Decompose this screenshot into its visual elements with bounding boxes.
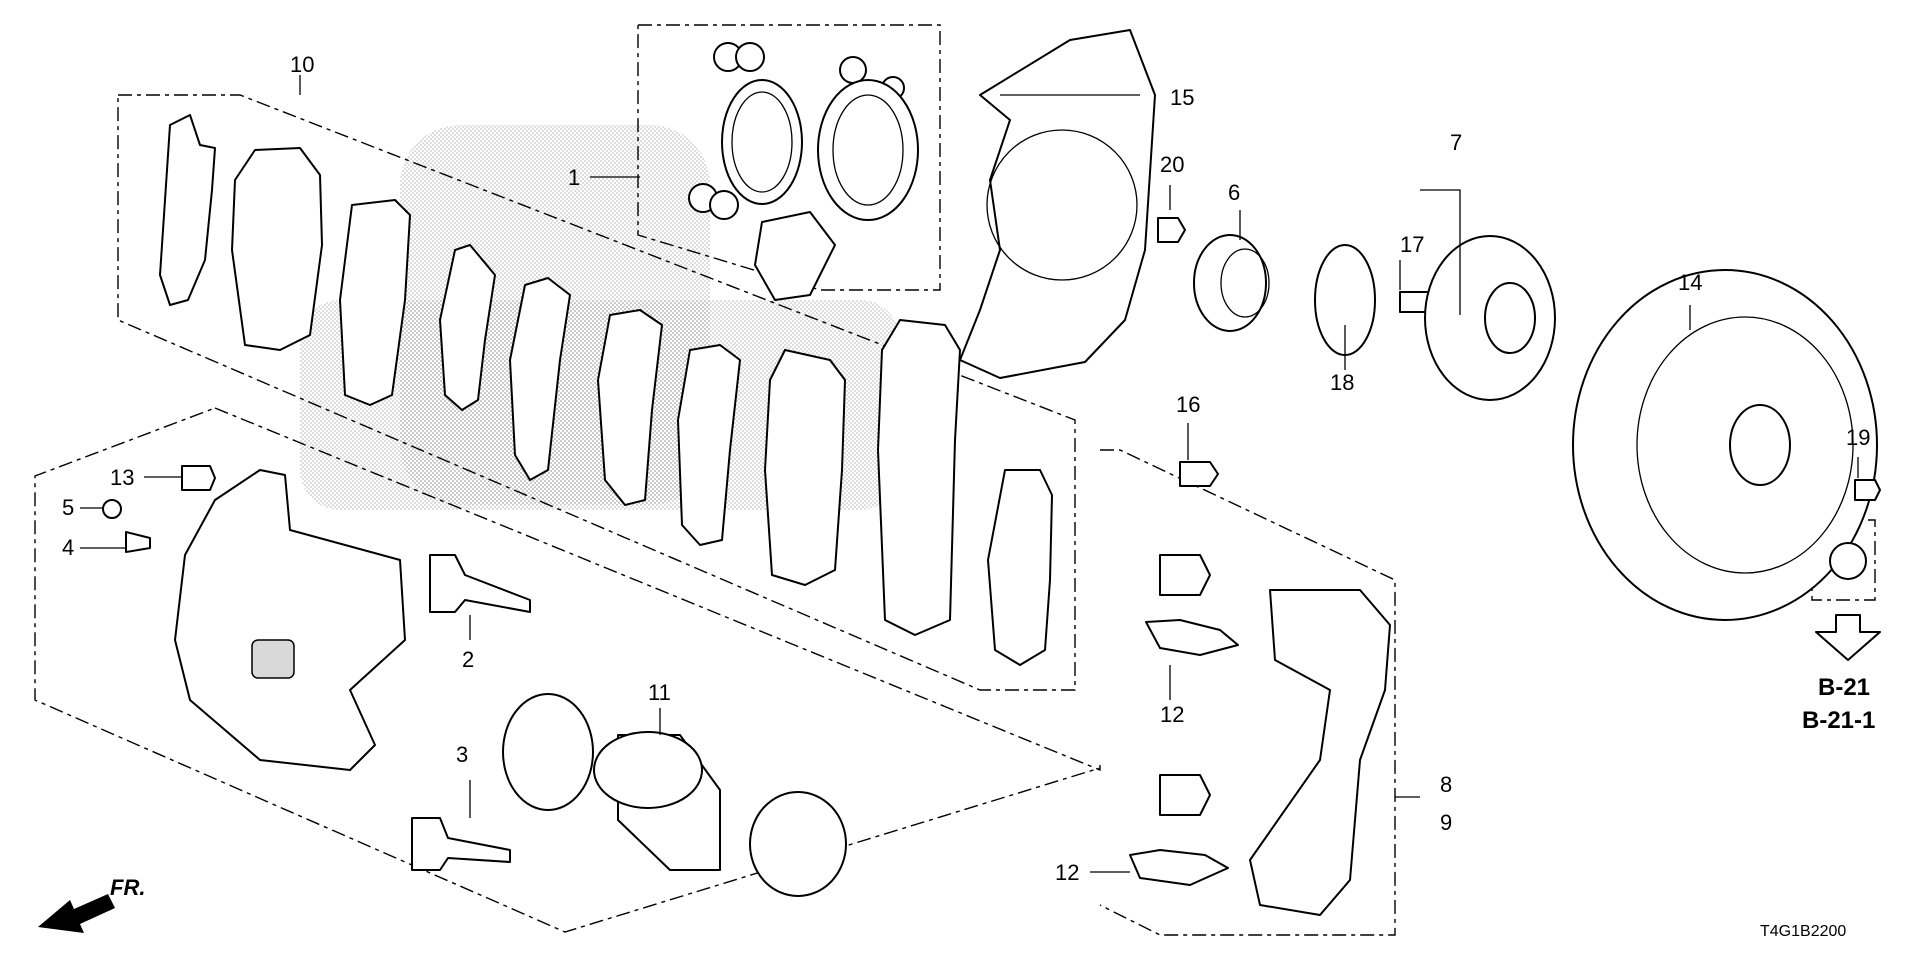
callout-1: 1 — [568, 165, 580, 190]
piston — [593, 731, 721, 871]
reference-label-b21: B-21 — [1818, 674, 1870, 701]
callout-3: 3 — [456, 742, 468, 767]
boot-upper — [1159, 554, 1211, 596]
boot-lower — [1159, 774, 1211, 816]
caliper-body — [174, 469, 406, 771]
callout-14: 14 — [1678, 270, 1702, 295]
bolt-13 — [181, 465, 216, 491]
callout-2: 2 — [462, 647, 474, 672]
reference-label-b21-1: B-21-1 — [1802, 707, 1875, 734]
pad-shim-4 — [597, 309, 663, 506]
callout-19: 19 — [1846, 425, 1870, 450]
pad-shim-outer-1 — [159, 114, 216, 306]
hub-nut — [1829, 542, 1867, 580]
callout-8: 8 — [1440, 772, 1452, 797]
callout-5: 5 — [62, 495, 74, 520]
pad-shim-5 — [677, 344, 741, 546]
brake-pad-3 — [764, 349, 846, 586]
piston-seal — [502, 693, 594, 811]
brake-disc — [1572, 269, 1878, 621]
pad-spring-lower — [1129, 849, 1229, 886]
callout-17: 17 — [1400, 232, 1424, 257]
bolt-16 — [1179, 461, 1219, 487]
dust-boot — [749, 791, 847, 897]
pad-spring-upper — [1145, 619, 1239, 656]
callout-16: 16 — [1176, 392, 1200, 417]
callout-10: 10 — [290, 52, 314, 77]
caliper-bracket — [1249, 589, 1391, 916]
cap-5 — [102, 499, 122, 519]
callout-4: 4 — [62, 535, 74, 560]
splash-shield — [959, 29, 1156, 379]
bleeder-4 — [125, 531, 151, 553]
pad-shim-outer-6 — [987, 469, 1053, 666]
front-arrow-icon — [38, 894, 115, 933]
front-direction-indicator: FR. — [38, 875, 145, 933]
guide-pin-2 — [429, 554, 531, 613]
callout-13: 13 — [110, 465, 134, 490]
callout-12a: 12 — [1160, 702, 1184, 727]
callout-12b: 12 — [1055, 860, 1079, 885]
callout-18: 18 — [1330, 370, 1354, 395]
reference-arrow — [1815, 614, 1881, 661]
drawing-code: T4G1B2200 — [1760, 923, 1846, 940]
callout-7: 7 — [1450, 130, 1462, 155]
brake-pad-2 — [339, 199, 411, 406]
callout-20: 20 — [1160, 152, 1184, 177]
brake-pad-4 — [877, 319, 961, 636]
front-direction-label: FR. — [110, 875, 145, 900]
wheel-hub — [1424, 235, 1556, 401]
callouts: 1 2 3 4 5 6 7 8 9 10 11 12 12 13 14 15 1… — [62, 52, 1870, 885]
leader-lines — [80, 75, 1859, 873]
seal-kit — [688, 42, 919, 301]
guide-pin-3 — [411, 817, 511, 871]
callout-6: 6 — [1228, 180, 1240, 205]
callout-15: 15 — [1170, 85, 1194, 110]
brake-pad-1 — [231, 147, 323, 351]
pad-shim-2 — [439, 244, 496, 411]
bolt-20 — [1157, 217, 1186, 243]
disc-screw-19 — [1854, 479, 1881, 501]
wheel-bearing — [1193, 234, 1270, 332]
callout-11: 11 — [648, 680, 671, 705]
pad-shim-3 — [509, 277, 571, 481]
brake-pad-set — [159, 114, 1053, 666]
callout-9: 9 — [1440, 810, 1452, 835]
